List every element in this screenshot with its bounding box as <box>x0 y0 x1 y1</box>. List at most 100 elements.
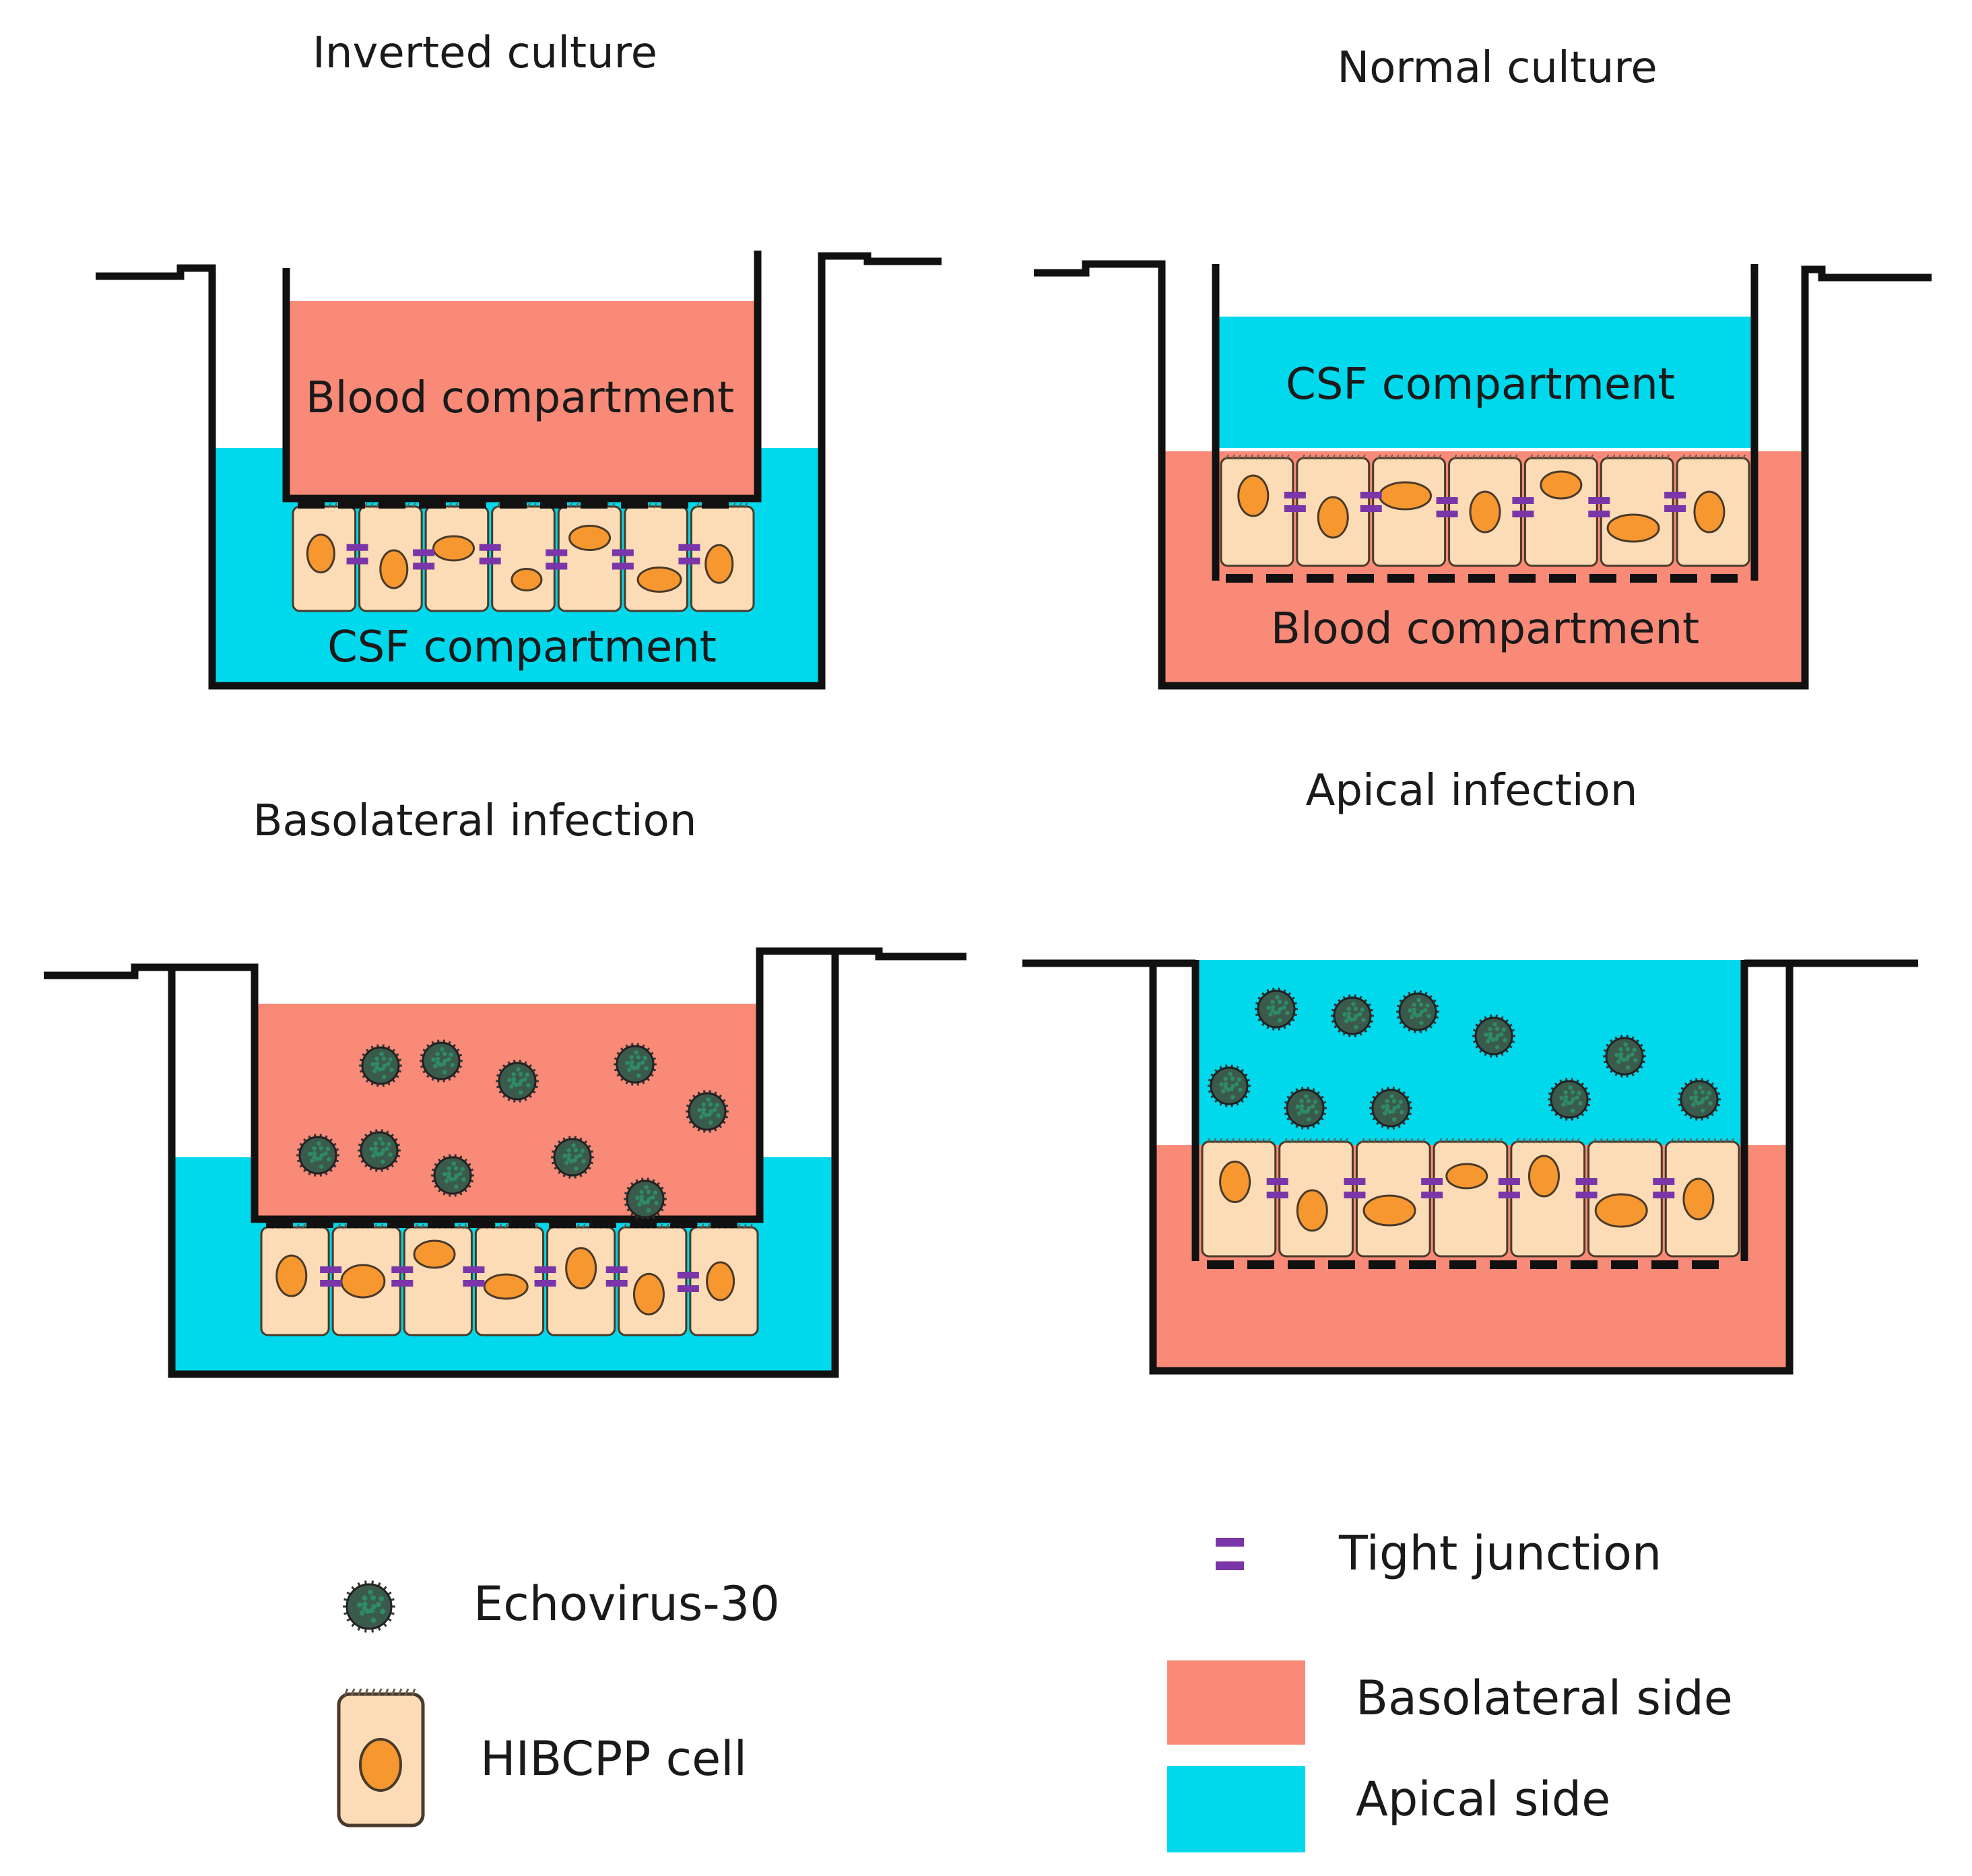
tight-junction <box>1344 1178 1366 1198</box>
tight-junction <box>1266 1178 1288 1198</box>
echovirus-particle <box>624 1177 667 1221</box>
hibcpp-cell <box>1600 454 1674 567</box>
tight-junction <box>1498 1178 1520 1198</box>
cell-nucleus <box>483 1273 529 1300</box>
cell-nucleus <box>1527 1155 1560 1198</box>
echovirus-particle <box>296 1134 339 1177</box>
cell-nucleus <box>511 568 543 591</box>
tight-junction <box>1421 1178 1443 1198</box>
hibcpp-cell <box>618 1223 688 1336</box>
hibcpp-cell <box>689 1223 759 1336</box>
hibcpp-cell <box>1664 1138 1740 1258</box>
insert-outline <box>1191 960 1748 1261</box>
legend-basolateral-label: Basolateral side <box>1356 1671 1733 1726</box>
cell-nucleus <box>565 1247 597 1290</box>
insert-outline <box>1212 264 1759 581</box>
hibcpp-cell <box>1676 454 1750 567</box>
echovirus-particle <box>420 1039 463 1082</box>
legend-apical-swatch <box>1167 1766 1305 1852</box>
virus-group <box>1208 988 1721 1130</box>
legend-junction-icon <box>1216 1538 1244 1570</box>
hibcpp-cell <box>1296 454 1371 567</box>
membrane-pores <box>298 500 729 509</box>
insert-fluid <box>255 1004 760 1218</box>
outer-well-outline <box>1034 260 1932 690</box>
outer-well-outline <box>44 947 966 1378</box>
cell-nucleus <box>432 535 475 562</box>
echovirus-particle <box>551 1136 594 1179</box>
tight-junction <box>391 1266 414 1287</box>
upper-compartment-label: Blood compartment <box>306 373 734 423</box>
tight-junction <box>677 1272 699 1292</box>
tight-junction <box>534 1266 556 1287</box>
panel-basolateral-infection: Basolateral infection <box>44 796 966 1378</box>
echovirus-particle <box>1255 988 1298 1031</box>
hibcpp-cell <box>1355 1138 1431 1258</box>
echovirus-particle <box>359 1044 402 1087</box>
cell-layer <box>292 500 755 612</box>
echovirus-particle <box>496 1060 539 1103</box>
lower-compartment-label: Blood compartment <box>1271 604 1699 654</box>
cell-nucleus <box>306 533 335 574</box>
tight-junction <box>413 549 435 570</box>
hibcpp-cell <box>1433 1138 1509 1258</box>
outer-well-outline <box>96 252 942 690</box>
tight-junction <box>612 549 634 570</box>
legend: Echovirus-30 HIBCPP cell Tight junction … <box>337 1526 1733 1852</box>
cell-nucleus <box>1237 474 1270 517</box>
cell-nucleus <box>1379 481 1432 511</box>
legend-apical-label: Apical side <box>1356 1772 1610 1827</box>
echovirus-particle <box>1548 1078 1591 1121</box>
cell-nucleus <box>340 1264 386 1299</box>
hibcpp-cell <box>1587 1138 1663 1258</box>
tight-junction <box>605 1266 628 1287</box>
panel-title-basolateral: Basolateral infection <box>253 796 697 846</box>
membrane-pores <box>1226 574 1738 583</box>
tight-junction <box>546 549 568 570</box>
legend-cell-label: HIBCPP cell <box>480 1731 747 1786</box>
hibcpp-cell <box>1523 454 1598 567</box>
echovirus-particle <box>1603 1035 1646 1078</box>
tight-junction <box>1284 492 1306 512</box>
insert-fluid <box>1195 960 1744 1145</box>
tight-junction <box>346 544 368 564</box>
hibcpp-cell <box>424 503 490 612</box>
hibcpp-cell <box>474 1223 545 1336</box>
cell-nucleus <box>706 1261 735 1301</box>
echovirus-particle <box>1208 1064 1251 1107</box>
echovirus-particle <box>1369 1087 1412 1130</box>
panel-title-apical: Apical infection <box>1306 766 1638 816</box>
echovirus-particle <box>1396 990 1439 1033</box>
hibcpp-cell <box>331 1223 401 1336</box>
cell-nucleus <box>379 549 409 589</box>
hibcpp-cell <box>557 503 622 612</box>
cell-layer <box>260 1219 759 1336</box>
upper-compartment-label: CSF compartment <box>1286 360 1675 410</box>
cell-nucleus <box>1606 513 1660 543</box>
echovirus-particle <box>1678 1078 1721 1121</box>
insert-outline <box>282 251 762 503</box>
echovirus-particle <box>1472 1014 1515 1058</box>
cell-nucleus <box>568 525 612 551</box>
cell-nucleus <box>1445 1163 1488 1190</box>
tight-junction <box>678 544 700 564</box>
cell-nucleus <box>1594 1193 1648 1228</box>
hibcpp-cell <box>1372 454 1447 567</box>
cell-nucleus <box>632 1272 665 1316</box>
cell-layer <box>1201 1138 1740 1269</box>
cell-nucleus <box>1693 490 1726 533</box>
hibcpp-cell <box>358 503 423 612</box>
echovirus-particle <box>614 1043 657 1086</box>
cell-nucleus <box>1682 1177 1715 1221</box>
echovirus-particle <box>1284 1087 1327 1130</box>
hibcpp-cell <box>624 503 688 612</box>
hibcpp-cell <box>1201 1138 1277 1258</box>
legend-cell-icon <box>337 1688 425 1828</box>
cell-nucleus <box>704 544 734 584</box>
panel-normal-culture: Normal culture CSF compartment Blood com… <box>1034 43 1932 690</box>
tight-junction <box>320 1266 342 1287</box>
echovirus-particle <box>431 1154 474 1197</box>
hibcpp-cell <box>1448 454 1522 567</box>
